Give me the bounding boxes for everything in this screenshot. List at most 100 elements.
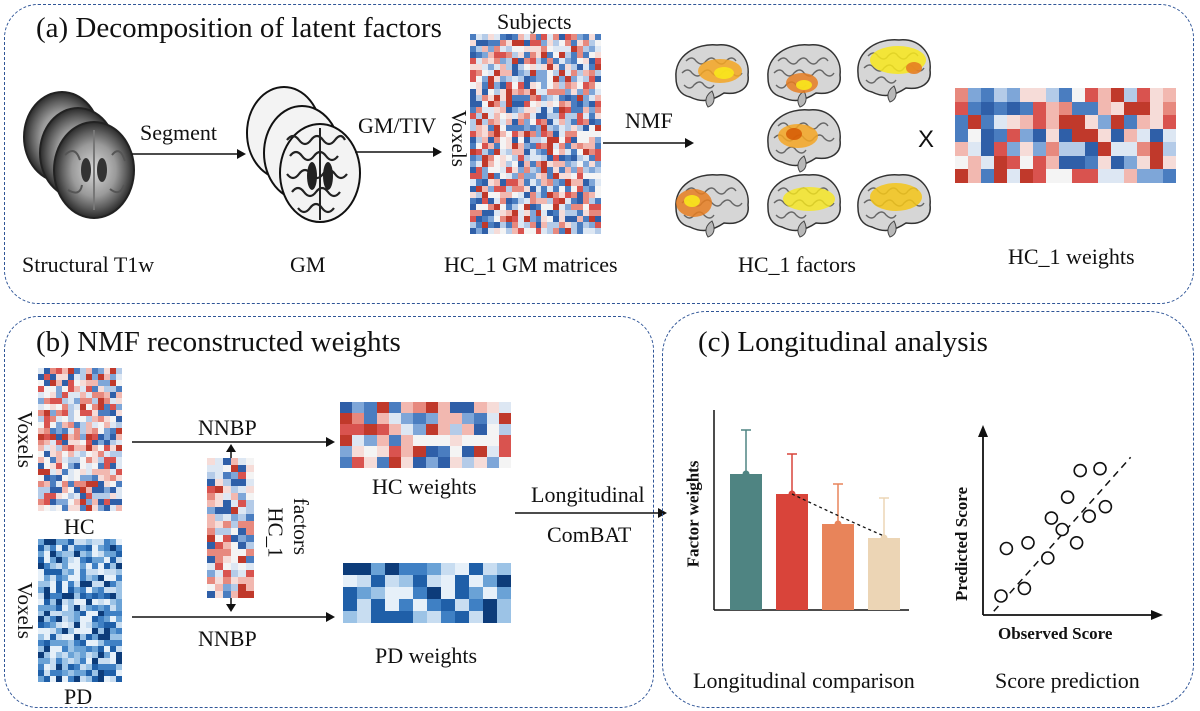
matrix-cell bbox=[487, 215, 494, 222]
matrix-cell bbox=[547, 221, 554, 228]
matrix-cell bbox=[595, 118, 601, 125]
matrix-cell bbox=[493, 155, 500, 162]
matrix-cell bbox=[246, 584, 254, 591]
matrix-cell bbox=[547, 191, 554, 198]
matrix-cell bbox=[499, 130, 506, 138]
matrix-cell bbox=[116, 481, 122, 488]
matrix-cell bbox=[571, 191, 578, 198]
matrix-cell bbox=[56, 652, 62, 659]
matrix-cell bbox=[38, 475, 44, 482]
matrix-cell bbox=[553, 173, 560, 180]
matrix-cell bbox=[110, 403, 116, 410]
matrix-cell bbox=[230, 472, 239, 479]
brain-2 bbox=[767, 44, 841, 108]
matrix-cell bbox=[38, 397, 44, 404]
matrix-cell bbox=[475, 34, 482, 41]
matrix-cell bbox=[104, 670, 110, 677]
matrix-cell bbox=[74, 598, 80, 605]
matrix-cell bbox=[499, 209, 506, 216]
matrix-cell bbox=[571, 76, 578, 83]
matrix-cell bbox=[50, 499, 56, 506]
matrix-cell bbox=[487, 173, 494, 180]
nmf-arrow bbox=[603, 138, 694, 148]
matrix-cell bbox=[541, 137, 548, 144]
matrix-cell bbox=[523, 221, 530, 228]
matrix-cell bbox=[68, 397, 74, 404]
matrix-cell bbox=[110, 580, 116, 587]
matrix-cell bbox=[98, 463, 104, 470]
matrix-cell bbox=[56, 634, 62, 641]
matrix-cell bbox=[487, 197, 494, 204]
matrix-cell bbox=[493, 64, 500, 71]
matrix-cell bbox=[92, 451, 98, 458]
matrix-cell bbox=[493, 82, 500, 89]
matrix-cell bbox=[104, 463, 110, 470]
matrix-cell bbox=[511, 167, 518, 174]
matrix-cell bbox=[577, 124, 584, 131]
matrix-cell bbox=[110, 628, 116, 635]
matrix-cell bbox=[523, 52, 530, 59]
matrix-cell bbox=[441, 575, 455, 587]
matrix-cell bbox=[98, 379, 104, 386]
matrix-cell bbox=[92, 574, 98, 581]
matrix-cell bbox=[553, 52, 560, 59]
matrix-cell bbox=[86, 397, 92, 404]
matrix-cell bbox=[589, 118, 596, 125]
matrix-cell bbox=[968, 128, 981, 143]
matrix-cell bbox=[511, 82, 518, 89]
matrix-cell bbox=[493, 52, 500, 59]
matrix-cell bbox=[535, 227, 542, 234]
matrix-cell bbox=[469, 575, 483, 587]
matrix-cell bbox=[523, 161, 530, 168]
matrix-cell bbox=[981, 142, 994, 156]
matrix-cell bbox=[238, 584, 247, 591]
matrix-cell bbox=[1163, 169, 1176, 183]
matrix-cell bbox=[50, 481, 56, 488]
matrix-cell bbox=[529, 46, 536, 53]
matrix-cell bbox=[74, 604, 80, 611]
matrix-cell bbox=[74, 544, 80, 551]
matrix-cell bbox=[56, 676, 62, 682]
matrix-cell bbox=[505, 70, 512, 77]
matrix-cell bbox=[498, 402, 511, 413]
matrix-cell bbox=[535, 52, 542, 59]
matrix-cell bbox=[116, 622, 122, 629]
matrix-cell bbox=[981, 169, 994, 183]
matrix-cell bbox=[116, 397, 122, 404]
matrix-cell bbox=[62, 421, 68, 428]
matrix-cell bbox=[116, 379, 122, 386]
matrix-cell bbox=[535, 124, 542, 131]
matrix-cell bbox=[481, 137, 488, 144]
matrix-cell bbox=[98, 562, 104, 569]
matrix-cell bbox=[517, 167, 524, 174]
matrix-cell bbox=[74, 505, 80, 511]
matrix-cell bbox=[230, 514, 239, 521]
matrix-cell bbox=[517, 130, 524, 138]
scatter-point bbox=[1021, 536, 1035, 550]
matrix-cell bbox=[104, 379, 110, 386]
matrix-cell bbox=[541, 76, 548, 83]
matrix-cell bbox=[589, 88, 596, 95]
matrix-cell bbox=[1033, 155, 1046, 170]
matrix-cell bbox=[74, 451, 80, 458]
matrix-cell bbox=[44, 556, 50, 563]
matrix-cell bbox=[427, 599, 441, 611]
matrix-cell bbox=[92, 646, 98, 653]
matrix-cell bbox=[74, 469, 80, 476]
matrix-cell bbox=[1150, 142, 1163, 156]
matrix-cell bbox=[401, 402, 414, 413]
matrix-cell bbox=[583, 118, 590, 125]
matrix-cell bbox=[529, 173, 536, 180]
matrix-cell bbox=[399, 587, 413, 599]
matrix-cell bbox=[475, 52, 482, 59]
matrix-cell bbox=[577, 215, 584, 222]
matrix-cell bbox=[565, 221, 572, 228]
matrix-cell bbox=[1085, 155, 1098, 170]
matrix-cell bbox=[86, 403, 92, 410]
matrix-cell bbox=[535, 76, 542, 83]
matrix-cell bbox=[1020, 128, 1033, 143]
matrix-cell bbox=[44, 439, 50, 446]
matrix-cell bbox=[505, 161, 512, 168]
matrix-cell bbox=[475, 137, 482, 144]
matrix-cell bbox=[499, 149, 506, 156]
